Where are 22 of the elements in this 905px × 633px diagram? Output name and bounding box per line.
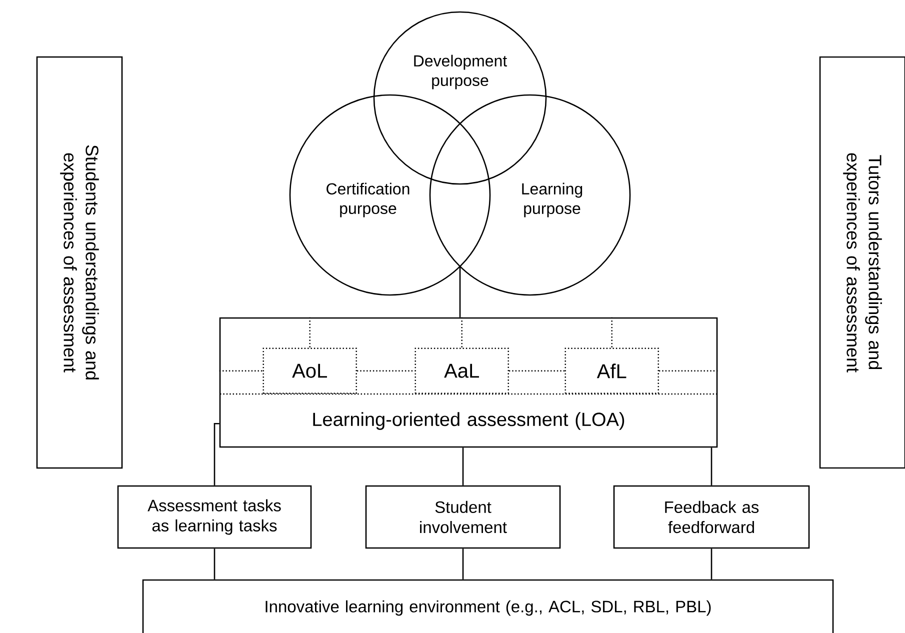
dotted-connector bbox=[611, 317, 612, 348]
connector-line bbox=[462, 448, 464, 486]
dotted-box: AoL bbox=[262, 348, 357, 394]
dotted-connector bbox=[219, 370, 263, 372]
process-box: Assessment tasks as learning tasks bbox=[117, 485, 312, 549]
process-box: Innovative learning environment (e.g., ACL, SDL, RBL, PBL) bbox=[142, 579, 834, 633]
connector-line bbox=[710, 448, 712, 486]
rotated-text-box: Students understandings and experiences of assessment bbox=[36, 56, 123, 469]
connector-line bbox=[214, 548, 216, 580]
dotted-connector bbox=[658, 370, 718, 372]
process-box: Student involvement bbox=[365, 485, 561, 549]
dotted-connector bbox=[309, 317, 310, 348]
connector-line bbox=[462, 548, 464, 580]
rotated-text-box: Tutors understandings and experiences of assessment bbox=[819, 56, 905, 469]
dotted-connector bbox=[356, 370, 415, 372]
dotted-box: AfL bbox=[564, 348, 659, 394]
process-box: Feedback as feedforward bbox=[613, 485, 810, 549]
connector-line bbox=[710, 548, 712, 580]
dotted-connector bbox=[508, 370, 565, 372]
connector-line bbox=[214, 423, 220, 486]
dotted-box: AaL bbox=[414, 348, 509, 394]
dotted-connector bbox=[461, 317, 462, 348]
